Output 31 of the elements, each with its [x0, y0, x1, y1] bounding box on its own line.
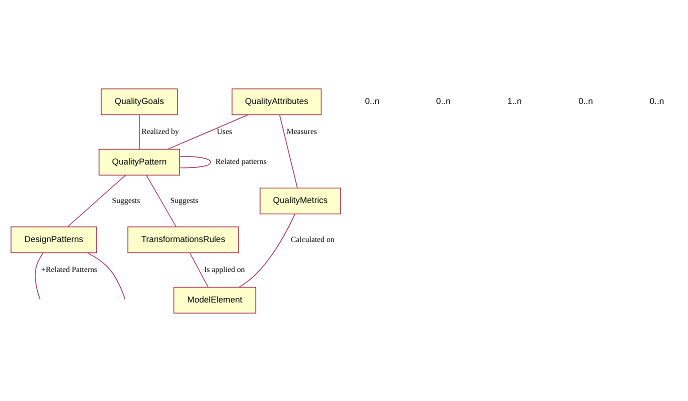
- edge-label: Realized by: [141, 126, 179, 136]
- label: 0..n: [365, 96, 380, 106]
- label: 0..n: [578, 96, 593, 106]
- connector: [190, 252, 209, 288]
- label: 0..n: [650, 96, 664, 106]
- connector: [238, 213, 296, 288]
- edge-label: Calculated on: [290, 234, 334, 244]
- label: 1..n: [507, 96, 522, 106]
- connector: [167, 114, 248, 150]
- edge-label: Measures: [286, 126, 317, 136]
- edge-label: Suggests: [112, 196, 140, 205]
- edge-label: Is applied on: [204, 264, 245, 274]
- connector: [87, 252, 126, 300]
- node-box: QualityAttributes: [232, 88, 322, 115]
- connector: [138, 114, 140, 150]
- edge-label: Suggests: [170, 196, 198, 205]
- node-box: QualityPattern: [98, 148, 180, 175]
- connector: [34, 252, 44, 300]
- connector: [67, 174, 126, 226]
- edge-label: Related patterns: [216, 156, 267, 166]
- node-box: QualityGoals: [100, 88, 178, 115]
- edge-label: +Related Patterns: [41, 264, 98, 274]
- node-box: ModelElement: [173, 286, 256, 313]
- node-box: DesignPatterns: [10, 226, 97, 253]
- node-box: TransformationsRules: [127, 226, 239, 253]
- label: 0..n: [436, 96, 451, 106]
- edge-label: Uses: [216, 126, 232, 136]
- connector: [279, 114, 298, 188]
- connector: [180, 156, 211, 168]
- node-box: QualityMetrics: [260, 187, 341, 214]
- connector: [146, 174, 176, 226]
